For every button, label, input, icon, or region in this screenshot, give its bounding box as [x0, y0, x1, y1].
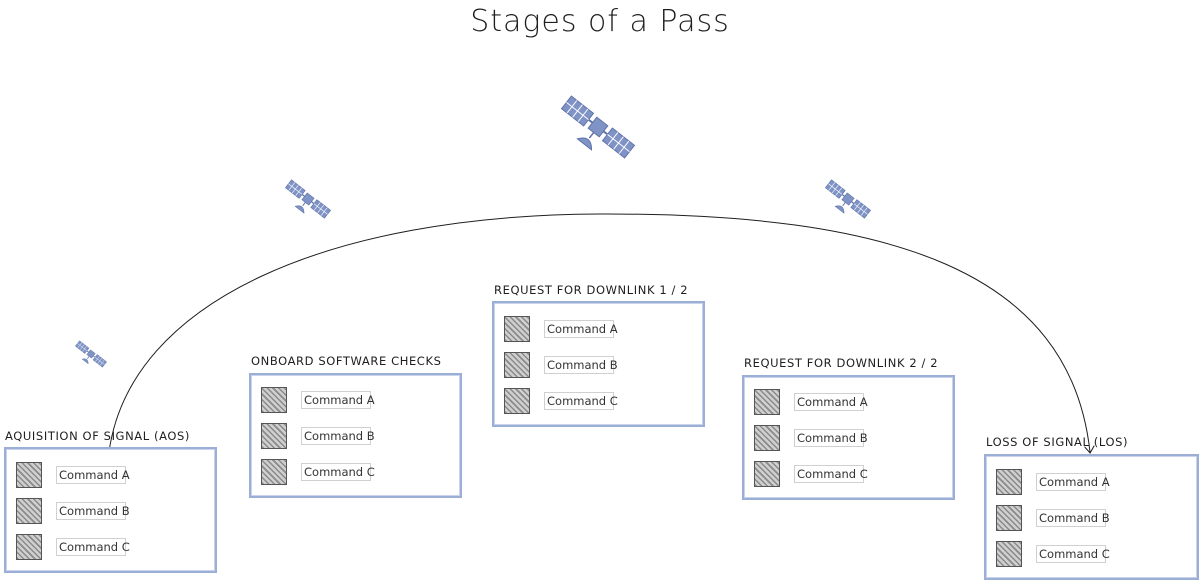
- checkbox[interactable]: [754, 389, 780, 415]
- stage-box-downlink-2: Command A Command B Command C: [742, 375, 955, 500]
- checkbox[interactable]: [261, 459, 287, 485]
- command-label: Command C: [301, 463, 375, 481]
- command-row[interactable]: Command A: [996, 468, 1110, 496]
- command-label: Command C: [1036, 545, 1110, 563]
- command-row[interactable]: Command A: [16, 461, 130, 489]
- command-row[interactable]: Command B: [504, 351, 618, 379]
- command-label: Command B: [56, 502, 130, 520]
- stage-label-los: LOSS OF SIGNAL (LOS): [986, 435, 1129, 449]
- stage-box-los: Command A Command B Command C: [984, 454, 1199, 580]
- checkbox[interactable]: [754, 461, 780, 487]
- command-row[interactable]: Command A: [754, 388, 868, 416]
- command-label: Command A: [56, 466, 130, 484]
- command-label: Command B: [1036, 509, 1110, 527]
- command-label: Command B: [794, 429, 868, 447]
- command-label: Command C: [544, 392, 618, 410]
- checkbox[interactable]: [16, 498, 42, 524]
- command-label: Command A: [301, 391, 375, 409]
- command-row[interactable]: Command B: [16, 497, 130, 525]
- satellite-icon: [71, 340, 108, 373]
- stage-label-downlink-2: REQUEST FOR DOWNLINK 2 / 2: [744, 356, 939, 370]
- command-row[interactable]: Command C: [261, 458, 375, 486]
- checkbox[interactable]: [261, 387, 287, 413]
- command-label: Command A: [794, 393, 868, 411]
- checkbox[interactable]: [261, 423, 287, 449]
- stage-box-downlink-1: Command A Command B Command C: [492, 301, 705, 427]
- stage-label-downlink-1: REQUEST FOR DOWNLINK 1 / 2: [494, 283, 689, 297]
- checkbox[interactable]: [504, 388, 530, 414]
- command-label: Command B: [301, 427, 375, 445]
- command-row[interactable]: Command B: [996, 504, 1110, 532]
- checkbox[interactable]: [754, 425, 780, 451]
- checkbox[interactable]: [996, 469, 1022, 495]
- checkbox[interactable]: [996, 505, 1022, 531]
- command-row[interactable]: Command B: [754, 424, 868, 452]
- command-label: Command C: [794, 465, 868, 483]
- command-row[interactable]: Command C: [16, 533, 130, 561]
- stage-box-onboard-checks: Command A Command B Command C: [249, 373, 462, 498]
- checkbox[interactable]: [504, 352, 530, 378]
- stage-label-onboard-checks: ONBOARD SOFTWARE CHECKS: [251, 354, 442, 368]
- command-row[interactable]: Command A: [504, 315, 618, 343]
- command-label: Command B: [544, 356, 618, 374]
- command-row[interactable]: Command C: [504, 387, 618, 415]
- stage-box-aos: Command A Command B Command C: [4, 447, 217, 573]
- command-row[interactable]: Command C: [996, 540, 1110, 568]
- checkbox[interactable]: [996, 541, 1022, 567]
- command-row[interactable]: Command C: [754, 460, 868, 488]
- command-label: Command C: [56, 538, 130, 556]
- command-label: Command A: [1036, 473, 1110, 491]
- stage-label-aos: AQUISITION OF SIGNAL (AOS): [5, 429, 190, 443]
- command-row[interactable]: Command A: [261, 386, 375, 414]
- pass-trajectory-arrow: [108, 213, 1090, 452]
- command-label: Command A: [544, 320, 618, 338]
- satellite-icon: [279, 179, 332, 226]
- diagram-title: Stages of a Pass: [470, 4, 730, 39]
- satellite-icon: [551, 95, 636, 170]
- satellite-icon: [819, 179, 872, 226]
- checkbox[interactable]: [504, 316, 530, 342]
- checkbox[interactable]: [16, 534, 42, 560]
- checkbox[interactable]: [16, 462, 42, 488]
- command-row[interactable]: Command B: [261, 422, 375, 450]
